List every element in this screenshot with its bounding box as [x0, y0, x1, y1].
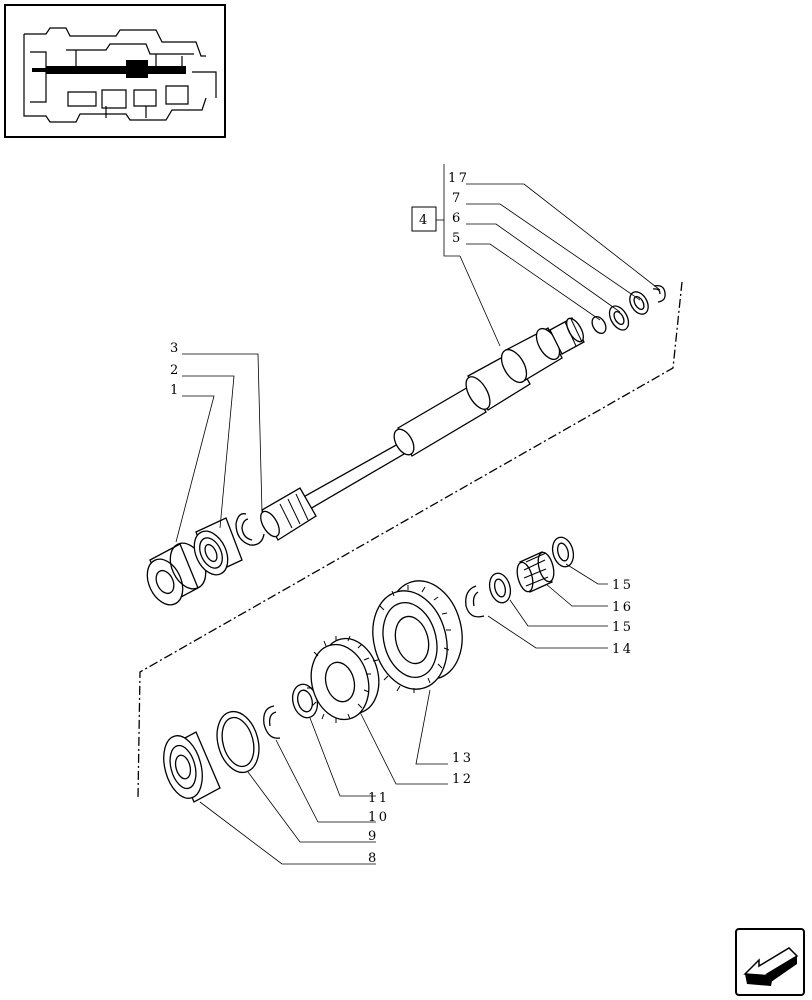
callout-10[interactable]: 10: [368, 810, 390, 825]
highlighted-shaft: [46, 66, 186, 74]
snap-ring-3: [235, 513, 265, 546]
snap-ring-9: [216, 710, 260, 774]
callout-15-upper[interactable]: 15: [612, 578, 634, 593]
washer-15-upper: [551, 536, 575, 568]
snap-ring-14: [465, 585, 485, 618]
callout-11[interactable]: 11: [368, 791, 390, 806]
callout-8[interactable]: 8: [368, 851, 379, 866]
callout-5[interactable]: 5: [452, 231, 463, 246]
gear-12: [307, 635, 380, 723]
callout-9[interactable]: 9: [368, 829, 379, 844]
callout-7[interactable]: 7: [452, 191, 463, 206]
gear-13: [372, 580, 463, 693]
callout-labels: 17 7 6 5 4 3 2 1 15 16 15 14 13 12 11 10…: [170, 171, 634, 866]
callout-1[interactable]: 1: [170, 383, 181, 398]
washer-5: [591, 315, 607, 335]
next-page-arrow-icon: [743, 947, 799, 986]
needle-bearing-16: [516, 551, 555, 593]
callout-3[interactable]: 3: [170, 341, 181, 356]
callout-15-lower[interactable]: 15: [612, 620, 634, 635]
callout-4[interactable]: 4: [419, 213, 430, 228]
callout-13[interactable]: 13: [452, 751, 474, 766]
callout-12[interactable]: 12: [452, 772, 474, 787]
callout-16[interactable]: 16: [612, 600, 634, 615]
snap-ring-17: [653, 285, 666, 303]
bearing-8: [163, 731, 221, 803]
callout-17[interactable]: 17: [448, 171, 470, 186]
reference-box-4[interactable]: [411, 206, 437, 232]
bearing-cup-1: [146, 542, 207, 606]
location-thumbnail: [4, 4, 226, 138]
leader-lines: [175, 164, 661, 865]
main-shaft: [260, 317, 585, 541]
next-page-button[interactable]: [735, 928, 805, 996]
assembly-boundary-line: [137, 281, 683, 799]
roller-bearing-2: [193, 517, 243, 576]
washer-15: [488, 572, 512, 604]
snap-ring-10: [263, 705, 281, 739]
callout-6[interactable]: 6: [452, 211, 463, 226]
callout-2[interactable]: 2: [170, 363, 181, 378]
roller-bearing-6: [608, 305, 630, 331]
callout-14[interactable]: 14: [612, 642, 634, 657]
transmission-thumbnail-image: [23, 27, 217, 123]
